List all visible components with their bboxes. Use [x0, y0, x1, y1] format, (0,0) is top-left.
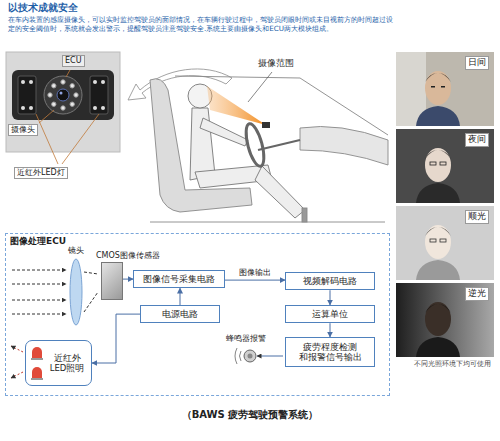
- node-text: 视频解码电路: [303, 276, 357, 286]
- led-symbol: [30, 344, 44, 382]
- photo-tag: 夜间: [465, 133, 489, 147]
- process-box: 图像信号采集电路: [133, 270, 225, 288]
- photo-tag: 日间: [465, 56, 489, 70]
- node-text: 近红外 LED照明: [47, 353, 87, 373]
- led-box: 近红外 LED照明: [25, 340, 92, 386]
- process-box: 电源电路: [140, 305, 220, 323]
- photo-note: 不同光照环境下均可使用: [414, 360, 491, 368]
- figure-caption: （BAWS 疲劳驾驶预警系统）: [0, 408, 500, 421]
- callout-label: 摄像范围: [258, 58, 294, 70]
- car-illustration: [128, 69, 388, 222]
- description-text: 在车内装置的感应摄像头，可以实时监控驾驶员的面部情况，在车辆行驶过程中，驾驶员闭…: [8, 15, 396, 34]
- node-text: 运算单位: [312, 309, 348, 319]
- part-label: 摄像头: [8, 124, 38, 136]
- node-text: 图像信号采集电路: [143, 274, 215, 284]
- part-label: 近红外LED灯: [14, 167, 68, 179]
- node-text: 电源电路: [162, 309, 198, 319]
- sensor-label: CMOS图像传感器: [96, 251, 160, 261]
- photo-tag: 逆光: [465, 287, 489, 301]
- ecu-panel: 图像处理ECUCMOS图像传感器图像信号采集电路视频解码电路电源电路运算单位疲劳…: [5, 233, 390, 396]
- node-text: 疲劳程度检测 和报警信号输出: [299, 342, 362, 362]
- signal-arrow: [225, 280, 285, 281]
- photo-tag: 顺光: [465, 210, 489, 224]
- face-photos: [396, 52, 494, 357]
- process-box: 疲劳程度检测 和报警信号输出: [285, 337, 375, 367]
- cmos-sensor: CMOS图像传感器: [101, 262, 123, 300]
- process-box: 视频解码电路: [285, 272, 375, 290]
- signal-arrow: [92, 314, 140, 363]
- buzzer-symbol: [244, 350, 256, 362]
- signal-arrow: [330, 323, 331, 337]
- signal-arrow: [330, 290, 331, 305]
- signal-arrow: [123, 279, 133, 280]
- process-box: 运算单位: [285, 305, 375, 323]
- edge-label: 图像输出: [238, 268, 272, 278]
- signal-arrow: [180, 288, 181, 305]
- part-label: 蜂鸣器报警: [226, 334, 266, 344]
- panel-heading: 图像处理ECU: [10, 236, 66, 247]
- section-title: 以技术成就安全: [8, 2, 78, 14]
- device-photo: [6, 52, 120, 164]
- part-label: ECU: [62, 55, 85, 67]
- lens-symbol: [70, 259, 82, 325]
- part-label: 镜头: [68, 246, 84, 256]
